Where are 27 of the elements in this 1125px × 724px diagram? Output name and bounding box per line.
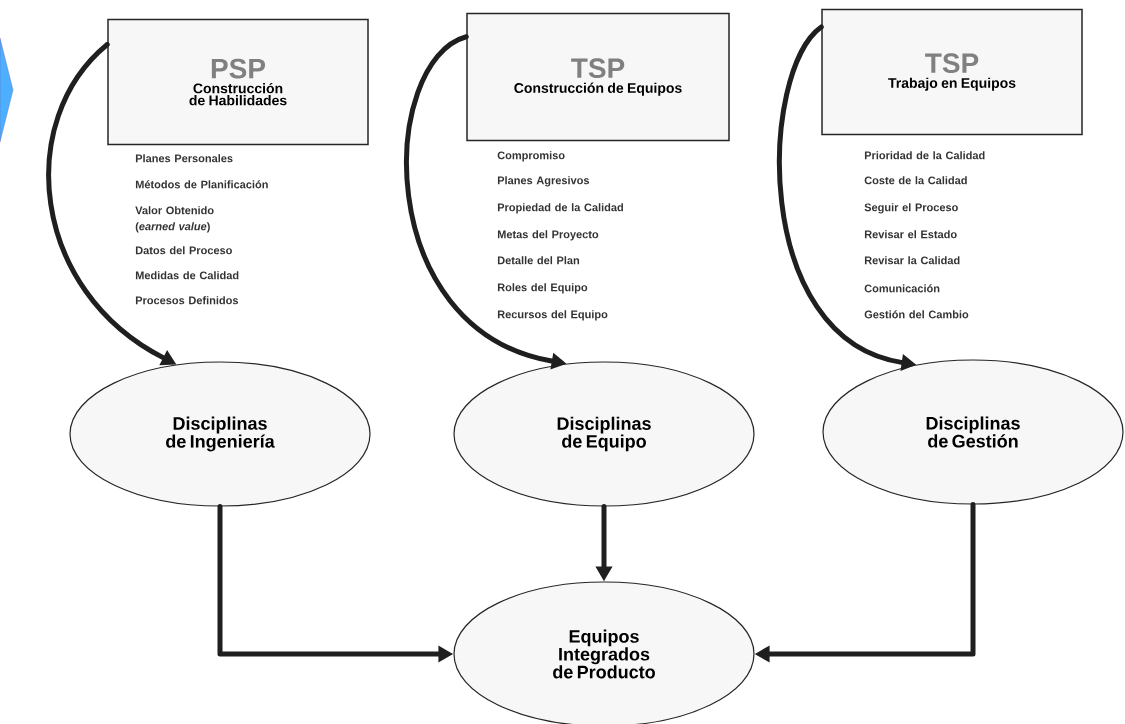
process-box: PSP Construcción de Habilidades [107, 18, 369, 146]
list-item: Seguir el Proceso [864, 203, 958, 214]
ellipse-node: Disciplinas de Gestión [822, 359, 1124, 505]
list-item: Compromiso [497, 151, 565, 162]
list-item: Detalle del Plan [497, 256, 580, 265]
list-item: Metas del Proyecto [497, 230, 599, 241]
list-item: Gestión del Cambio [864, 310, 969, 319]
list-item: Propiedad de la Calidad [497, 203, 623, 214]
list-item: Planes Personales [135, 154, 233, 163]
process-box: TSP Construcción de Equipos [466, 12, 730, 142]
ellipse-node: Equipos Integrados de Producto [453, 581, 755, 724]
list-item: Roles del Equipo [497, 283, 588, 294]
list-item: Planes Agresivos [497, 176, 590, 187]
ellipse-node: Disciplinas de Ingeniería [69, 361, 371, 507]
list-item: Recursos del Equipo [497, 310, 608, 321]
process-box: TSP Trabajo en Equipos [821, 8, 1083, 136]
list-item: Métodos de Planificación [135, 180, 268, 189]
list-item: Revisar la Calidad [864, 256, 960, 265]
list-item: Prioridad de la Calidad [864, 151, 985, 160]
list-item: Procesos Definidos [135, 296, 239, 305]
ellipse-node: Disciplinas de Equipo [453, 361, 755, 507]
list-item: Valor Obtenido (earned value) [135, 206, 214, 233]
list-item: Revisar el Estado [864, 230, 957, 239]
list-item: Medidas de Calidad [135, 271, 239, 280]
list-item: Datos del Proceso [135, 246, 232, 255]
list-item: Coste de la Calidad [864, 176, 967, 185]
list-item: Comunicación [864, 284, 940, 293]
